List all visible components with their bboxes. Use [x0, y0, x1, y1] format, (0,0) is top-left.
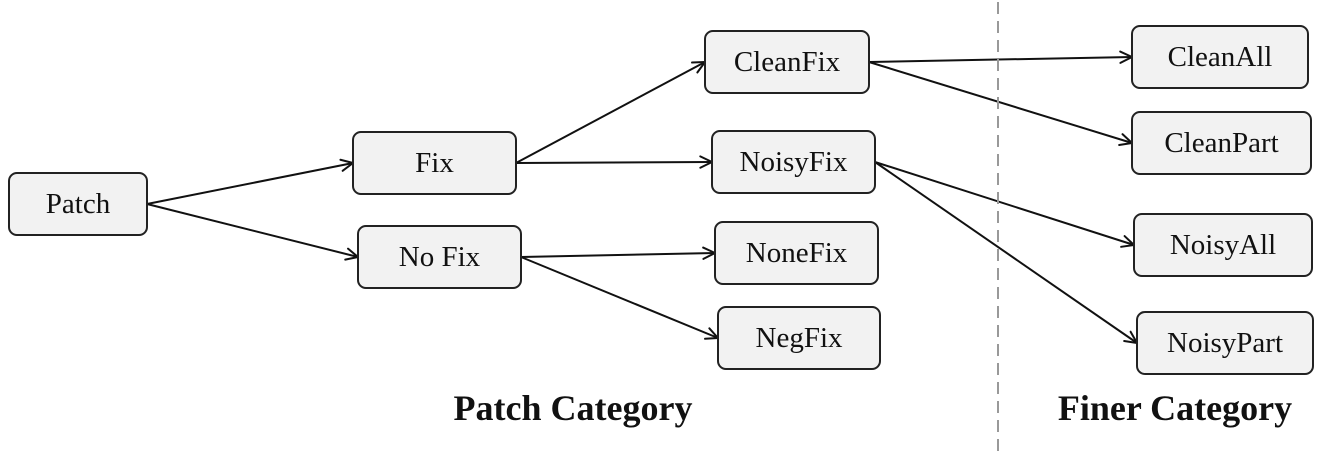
node-cleanall: CleanAll — [1131, 25, 1309, 89]
node-noisyfix: NoisyFix — [711, 130, 876, 194]
node-cleanfix-label: CleanFix — [734, 46, 841, 78]
node-cleanpart-label: CleanPart — [1164, 127, 1278, 159]
node-nofix-label: No Fix — [399, 241, 481, 273]
edge-noisyfix-to-noisyall — [874, 161, 1135, 246]
node-cleanfix: CleanFix — [704, 30, 870, 94]
node-nofix: No Fix — [357, 225, 522, 289]
edge-fix-to-cleanfix — [515, 61, 706, 164]
node-noisypart: NoisyPart — [1136, 311, 1314, 375]
node-cleanpart: CleanPart — [1131, 111, 1312, 175]
arrowhead-noisyfix-to-noisypart — [1123, 330, 1138, 344]
edge-noisyfix-to-noisypart — [874, 161, 1138, 344]
edge-cleanfix-to-cleanpart — [868, 61, 1133, 144]
node-negfix: NegFix — [717, 306, 881, 370]
node-noisyall: NoisyAll — [1133, 213, 1313, 277]
node-negfix-label: NegFix — [756, 322, 844, 354]
edge-nofix-to-nonefix — [520, 252, 716, 258]
node-cleanall-label: CleanAll — [1168, 41, 1273, 73]
section-label-finer-category: Finer Category — [1058, 388, 1292, 428]
node-fix-label: Fix — [415, 147, 454, 179]
section-label-patch-category: Patch Category — [454, 388, 693, 428]
node-nonefix: NoneFix — [714, 221, 879, 285]
edge-patch-to-fix — [146, 162, 354, 205]
node-noisyall-label: NoisyAll — [1170, 229, 1276, 261]
node-noisyfix-label: NoisyFix — [740, 146, 848, 178]
edge-fix-to-noisyfix — [515, 161, 713, 164]
node-patch: Patch — [8, 172, 148, 236]
node-noisypart-label: NoisyPart — [1167, 327, 1283, 359]
node-nonefix-label: NoneFix — [746, 237, 848, 269]
node-fix: Fix — [352, 131, 517, 195]
edge-nofix-to-negfix — [520, 256, 719, 339]
node-patch-label: Patch — [46, 188, 111, 220]
edge-patch-to-nofix — [146, 203, 359, 258]
edge-cleanfix-to-cleanall — [868, 56, 1133, 63]
edges-layer — [146, 50, 1138, 344]
